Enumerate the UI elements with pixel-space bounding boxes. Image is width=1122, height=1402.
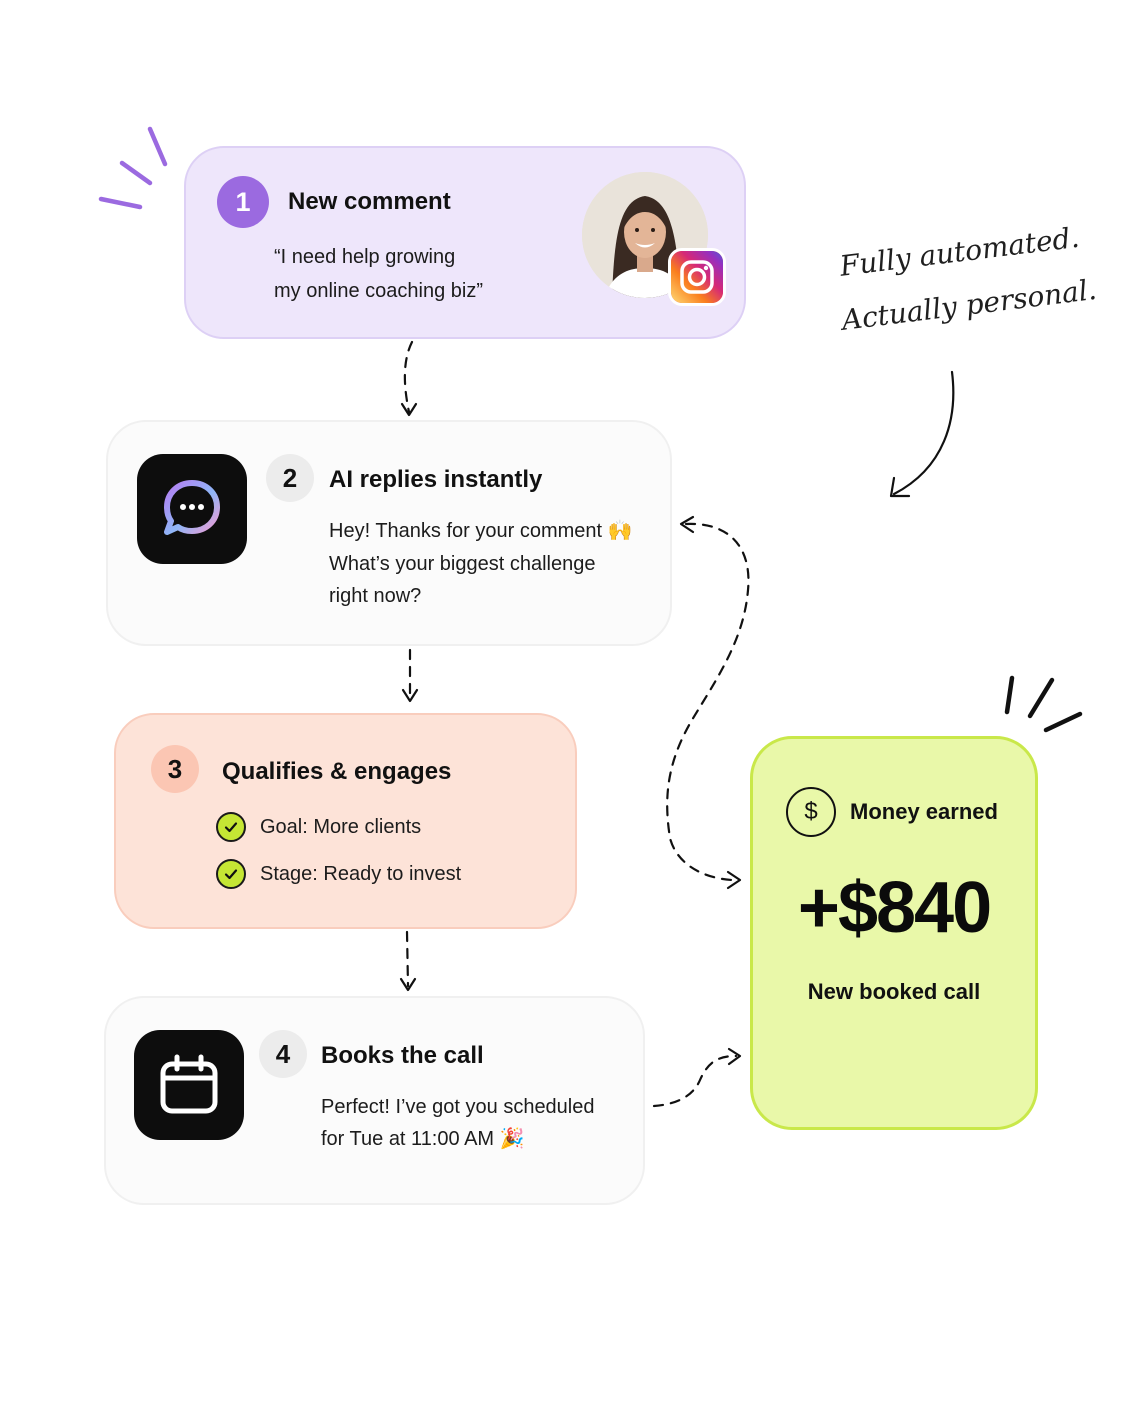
step-4-title: Books the call (321, 1042, 484, 1069)
qualification-stage-row: Stage: Ready to invest (216, 859, 461, 889)
chat-bubble-icon (164, 480, 220, 535)
annotation-line-2: Actually personal. (839, 272, 1099, 337)
step-1-comment-line-1: “I need help growing (274, 246, 456, 268)
dollar-icon: $ (786, 787, 836, 837)
arrowhead-loop-to-money (726, 870, 742, 890)
connector-loop-step2-money (666, 522, 750, 882)
ai-chat-app-tile (137, 454, 247, 564)
annotation-arrow (892, 370, 955, 496)
annotation-line-1: Fully automated. (837, 220, 1082, 283)
arrowhead-loop-to-step2 (679, 515, 695, 534)
annotation-arrowhead (889, 476, 911, 498)
money-earned-amount: +$840 (797, 868, 992, 948)
step-4-card: 4 Books the call Perfect! I’ve got you s… (104, 996, 645, 1205)
money-earned-card: $ Money earned +$840 New booked call (750, 736, 1038, 1130)
arrowhead-step3 (401, 688, 419, 703)
calendar-app-tile (134, 1030, 244, 1140)
money-earned-caption: New booked call (807, 979, 981, 1004)
instagram-icon (668, 248, 726, 306)
check-icon (216, 812, 246, 842)
step-2-reply-line-1: Hey! Thanks for your comment 🙌 (329, 520, 633, 542)
commenter-avatar (582, 172, 708, 298)
arrowhead-money-bottom (727, 1047, 742, 1066)
accent-strokes-purple (98, 126, 168, 210)
step-2-reply-line-3: right now? (329, 585, 422, 607)
step-4-confirmation-line-1: Perfect! I’ve got you scheduled (321, 1096, 595, 1118)
check-icon (216, 859, 246, 889)
calendar-icon (160, 1054, 218, 1114)
connector-step1-to-step2 (403, 340, 414, 414)
qualification-goal-text: Goal: More clients (260, 815, 422, 838)
qualification-stage-text: Stage: Ready to invest (260, 862, 462, 885)
money-earned-header: $ Money earned (786, 787, 998, 837)
step-2-title: AI replies instantly (329, 466, 543, 493)
accent-strokes-dark (1004, 675, 1083, 733)
step-1-card: 1 New comment “I need help growing my on… (184, 146, 746, 339)
step-3-number-badge: 3 (151, 745, 199, 793)
step-4-number-badge: 4 (259, 1030, 307, 1078)
connector-step3-to-step4 (405, 930, 410, 988)
qualification-goal-row: Goal: More clients (216, 812, 421, 842)
arrowhead-step2 (400, 402, 418, 417)
step-2-reply-line-2: What’s your biggest challenge (329, 553, 596, 575)
connector-step4-to-money (652, 1054, 738, 1108)
step-3-card: 3 Qualifies & engages Goal: More clients… (114, 713, 577, 929)
step-2-number-badge: 2 (266, 454, 314, 502)
step-1-number-badge: 1 (217, 176, 269, 228)
step-4-confirmation-line-2: for Tue at 11:00 AM 🎉 (321, 1128, 525, 1150)
money-earned-label: Money earned (850, 799, 998, 824)
step-2-card: 2 AI replies instantly Hey! Thanks for y… (106, 420, 672, 646)
step-1-title: New comment (288, 188, 451, 215)
arrowhead-step4 (399, 977, 417, 992)
step-3-title: Qualifies & engages (222, 758, 452, 785)
step-1-comment-line-2: my online coaching biz” (274, 280, 483, 302)
